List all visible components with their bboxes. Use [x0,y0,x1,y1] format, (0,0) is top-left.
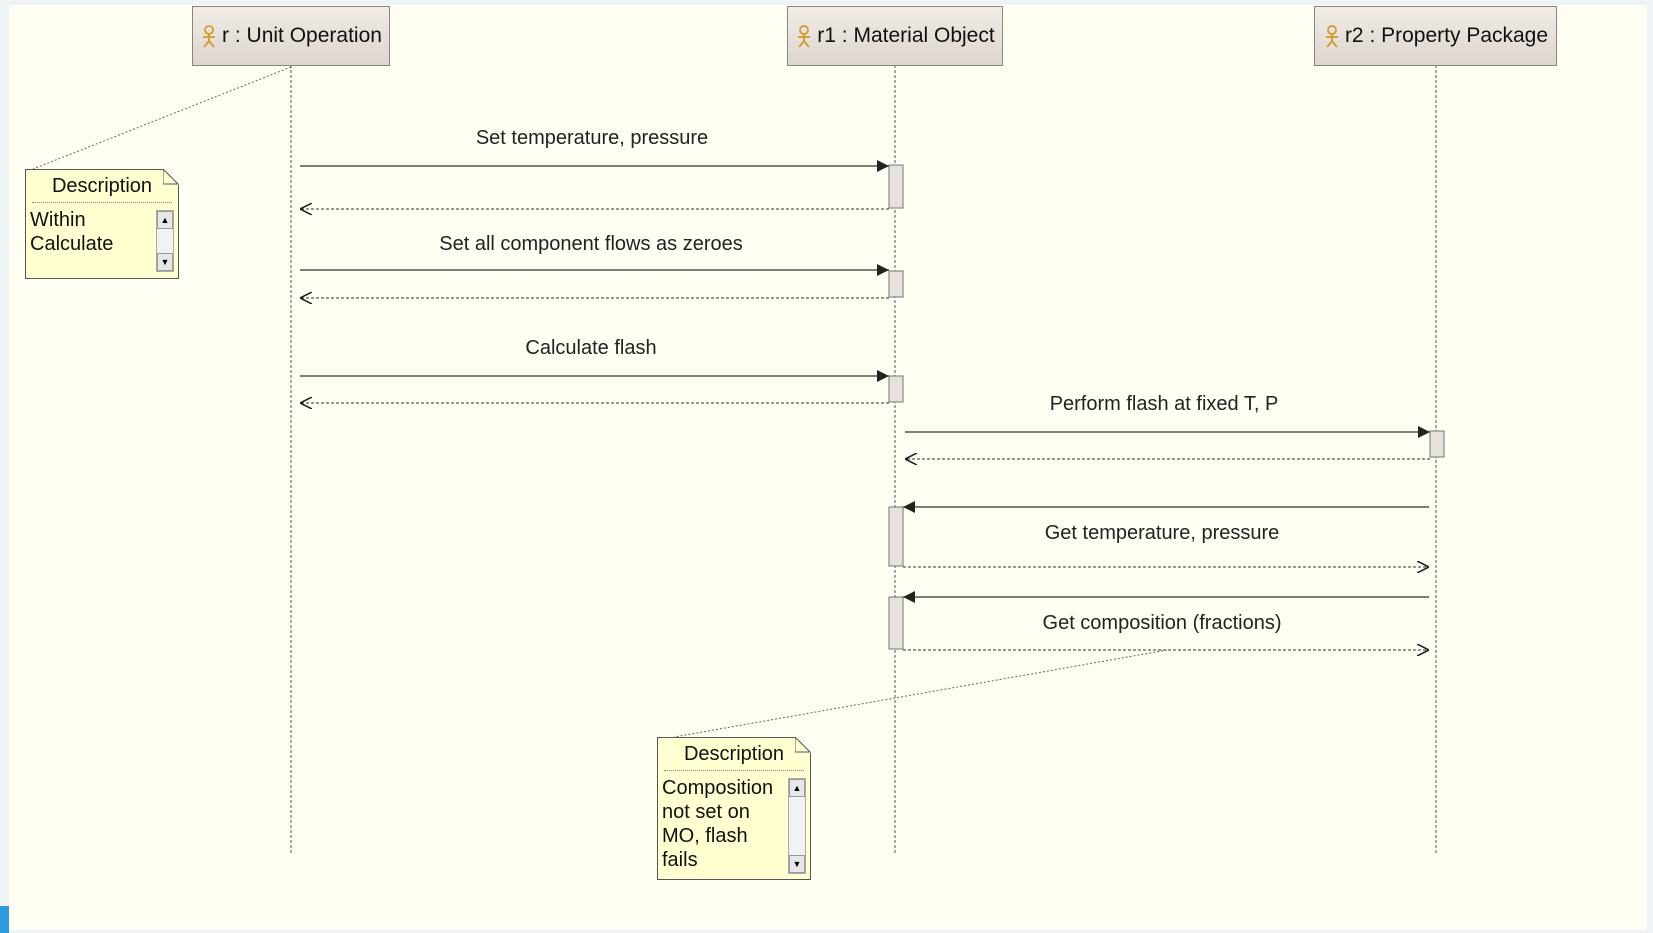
description-note[interactable]: Description Within Calculate ▲ ▼ [25,169,179,279]
note-anchor-line [673,649,1168,738]
actor-icon [798,25,811,48]
note-anchor-line [32,66,292,170]
lifeline-head-material-object[interactable]: r1 : Material Object [787,6,1003,66]
activation-bar [888,506,904,567]
message-label[interactable]: Set all component flows as zeroes [439,233,743,255]
lifeline-label: r : Unit Operation [222,24,382,47]
activation-bar [888,375,904,403]
activation-bar [888,164,904,209]
note-scrollbar[interactable]: ▲ ▼ [788,778,806,874]
message-label[interactable]: Get temperature, pressure [1044,522,1280,544]
scroll-up-button[interactable]: ▲ [157,211,173,229]
window-edge-accent [0,906,9,933]
lifeline-label: r1 : Material Object [817,24,995,47]
lifeline-head-property-package[interactable]: r2 : Property Package [1314,6,1557,66]
activation-bar [888,596,904,650]
note-fold-corner [163,169,179,185]
actor-icon [1325,25,1338,48]
message-label[interactable]: Perform flash at fixed T, P [1049,393,1279,415]
note-title: Description [32,170,172,203]
diagram-lines [32,65,1445,855]
activation-bar [888,270,904,298]
lifeline-head-unit-operation[interactable]: r : Unit Operation [192,6,390,66]
sequence-diagram-canvas: r : Unit Operation r1 : Material Object … [9,5,1647,930]
note-fold-corner [795,737,811,753]
scroll-down-button[interactable]: ▼ [789,855,805,873]
description-note[interactable]: Description Composition not set on MO, f… [657,737,811,880]
scroll-up-button[interactable]: ▲ [789,779,805,797]
message-label[interactable]: Get composition (fractions) [1042,612,1282,634]
message-label[interactable]: Calculate flash [525,337,657,359]
note-scrollbar[interactable]: ▲ ▼ [156,210,174,272]
message-label[interactable]: Set temperature, pressure [475,127,709,149]
activation-bar [1429,430,1445,458]
actor-icon [203,25,216,48]
scroll-down-button[interactable]: ▼ [157,253,173,271]
note-title: Description [664,738,804,771]
note-text: Composition not set on MO, flash fails [662,777,774,871]
lifeline-label: r2 : Property Package [1344,24,1549,47]
note-text: Within Calculate [30,209,114,255]
